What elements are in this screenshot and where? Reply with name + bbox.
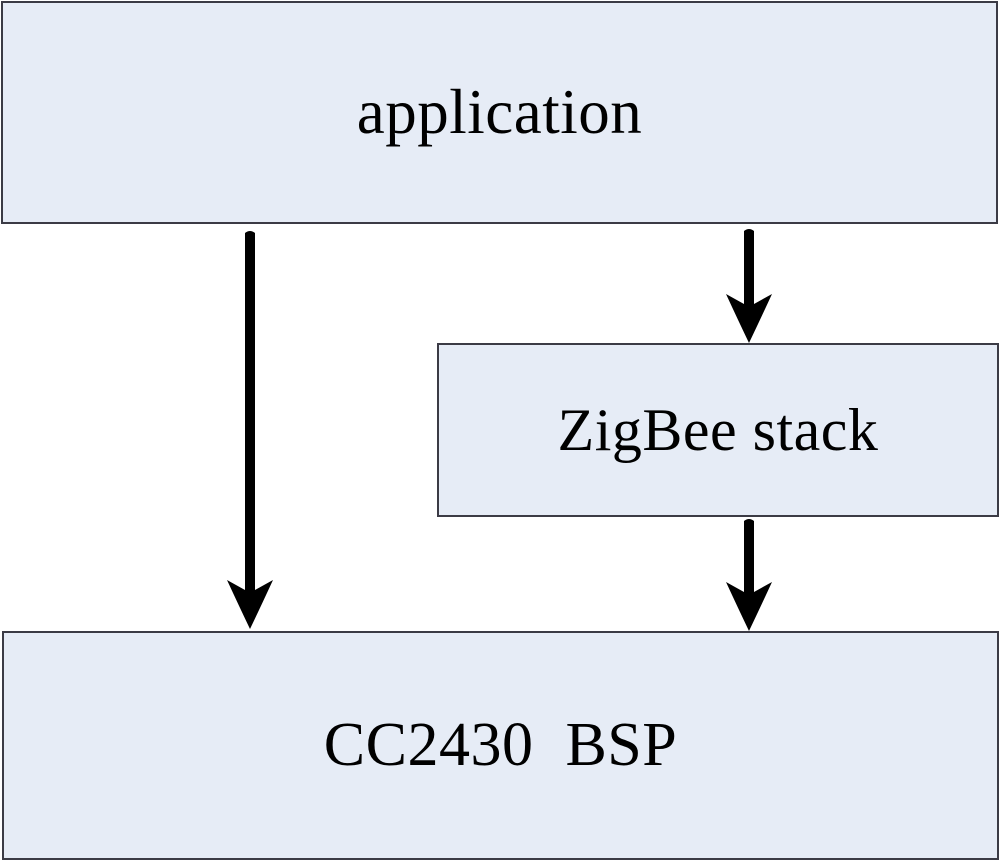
block-application[interactable]: application [1, 1, 998, 224]
arrow-down-zigbee-to-bsp-icon [726, 519, 772, 631]
block-application-label: application [356, 77, 643, 148]
arrow-down-application-to-zigbee-icon [726, 229, 772, 343]
arrow-down-application-to-bsp-icon [227, 231, 273, 629]
block-cc2430-bsp-label: CC2430 BSP [323, 710, 678, 779]
block-zigbee-stack-label: ZigBee stack [557, 396, 879, 463]
block-cc2430-bsp[interactable]: CC2430 BSP [2, 631, 999, 860]
block-zigbee-stack[interactable]: ZigBee stack [437, 343, 999, 517]
